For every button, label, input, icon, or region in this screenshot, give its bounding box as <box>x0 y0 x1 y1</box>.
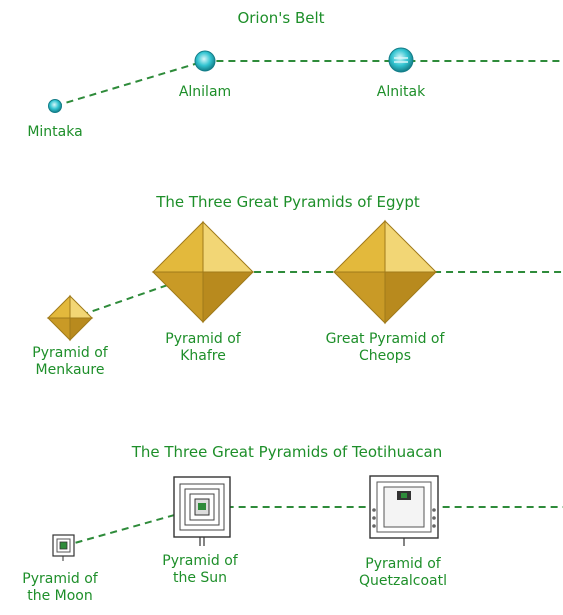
egypt-alignment-line <box>70 272 563 319</box>
pyramid-label-khafre: Pyramid of Khafre <box>148 331 258 365</box>
pyramid-label-moon: Pyramid of the Moon <box>10 571 110 605</box>
egypt-title: The Three Great Pyramids of Egypt <box>105 194 471 211</box>
teotihuacan-panel <box>53 476 563 561</box>
pyramid-label-cheops: Great Pyramid of Cheops <box>300 331 470 365</box>
teotihuacan-alignment-line <box>64 507 563 546</box>
teotihuacan-pyramid-icon <box>53 535 74 561</box>
star-dot-icon <box>389 48 413 72</box>
teotihuacan-pyramid-icon <box>174 477 230 546</box>
egypt-pyramid-icon <box>48 296 92 340</box>
teotihuacan-pyramid-icon <box>370 476 438 546</box>
egypt-pyramid-icon <box>334 221 436 323</box>
star-dot-icon <box>195 51 215 71</box>
pyramid-label-quetzalcoatl: Pyramid of Quetzalcoatl <box>343 556 463 590</box>
orion-title: Orion's Belt <box>226 10 336 27</box>
egypt-panel <box>48 221 563 340</box>
egypt-pyramid-icon <box>153 222 253 322</box>
orion-panel <box>49 48 563 113</box>
star-label-mintaka: Mintaka <box>15 124 95 141</box>
orion-alignment-line <box>55 61 563 106</box>
pyramid-label-menkaure: Pyramid of Menkaure <box>15 345 125 379</box>
star-label-alnilam: Alnilam <box>164 84 246 101</box>
star-dot-icon <box>49 100 62 113</box>
star-label-alnitak: Alnitak <box>359 84 443 101</box>
teotihuacan-title: The Three Great Pyramids of Teotihuacan <box>72 444 502 461</box>
pyramid-label-sun: Pyramid of the Sun <box>150 553 250 587</box>
